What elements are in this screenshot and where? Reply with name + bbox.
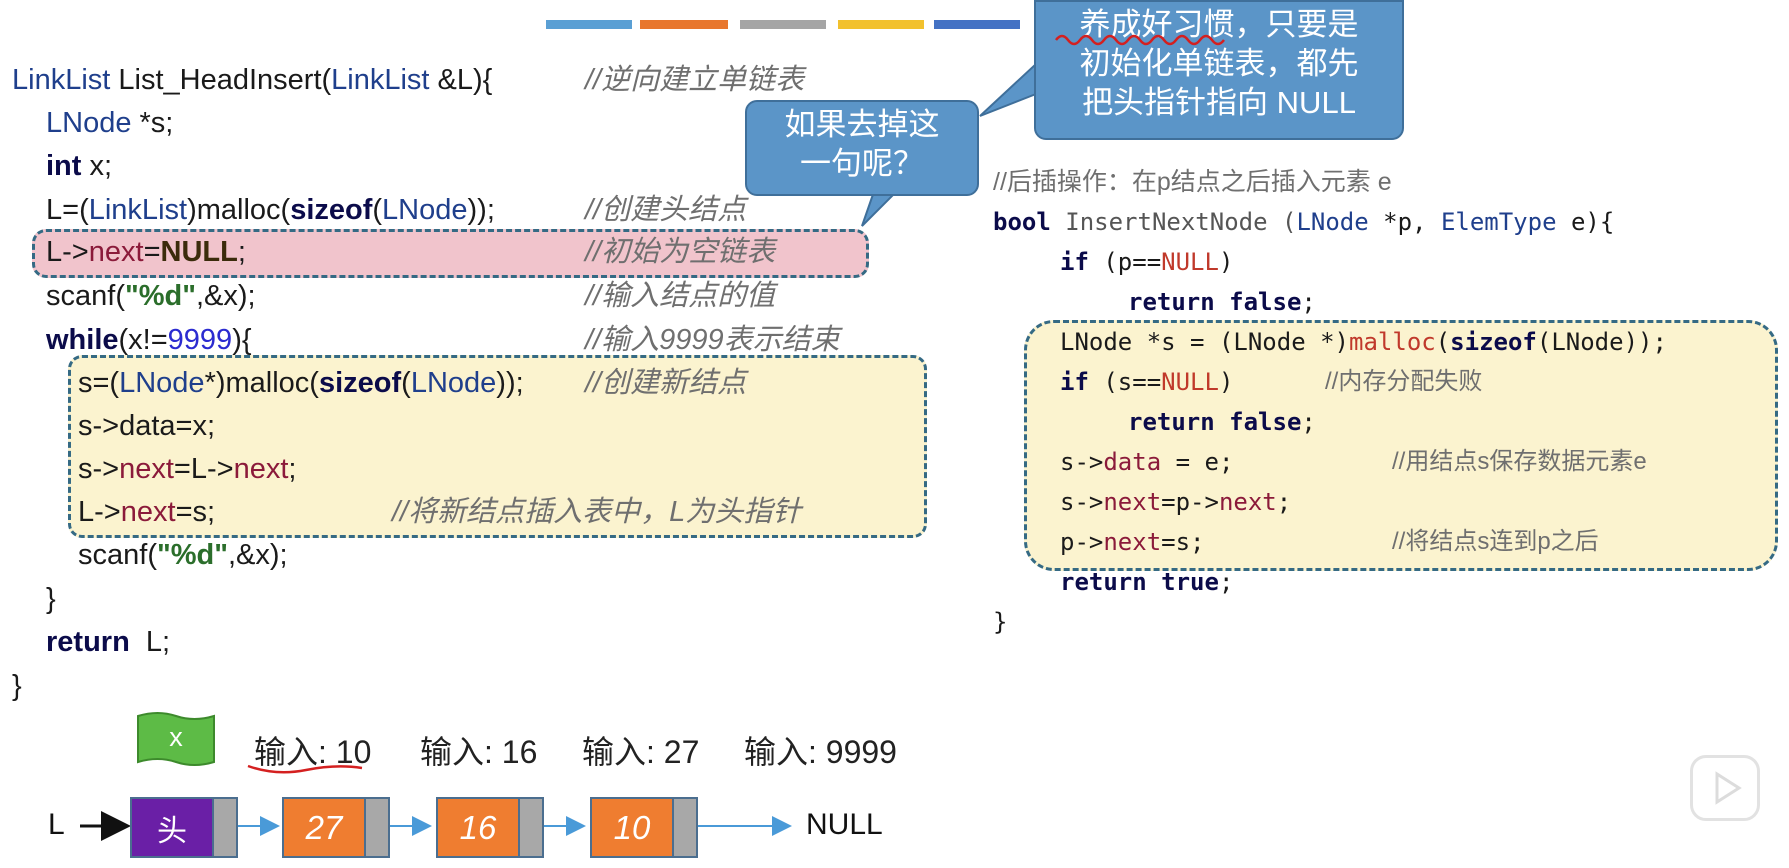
code-comment-8: //创建新结点: [585, 367, 747, 399]
code-comment-5: //初始为空链表: [585, 236, 776, 268]
code-comment-11: //将新结点插入表中，L为头指针: [392, 496, 802, 528]
bubble-habit-line-1: 养成好习惯，只要是: [1079, 7, 1359, 42]
play-button-icon[interactable]: [1690, 755, 1760, 821]
right-comment-5: //内存分配失败: [1325, 368, 1483, 395]
wavy-underline-habit: [1055, 34, 1225, 46]
null-label: NULL: [806, 808, 883, 841]
right-code-line-7: s->data = e;: [1060, 448, 1234, 476]
highlight-insert-block: [1024, 320, 1778, 571]
right-code-line-9: p->next=s;: [1060, 528, 1205, 556]
head-node-data: 头: [132, 799, 212, 856]
right-comment-9: //将结点s连到p之后: [1392, 528, 1599, 555]
progress-segment-3: [740, 20, 826, 29]
code-comment-1: //逆向建立单链表: [585, 64, 805, 96]
list-node-2-data: 16: [438, 799, 518, 856]
right-code-line-3: return false;: [1128, 288, 1316, 316]
code-line-5: L->next=NULL;: [46, 236, 246, 268]
bubble-question-line-2: 一句呢？: [800, 145, 924, 181]
highlight-null-init: [32, 229, 869, 278]
speech-bubble-question: 如果去掉这 一句呢？: [745, 100, 979, 196]
play-triangle-icon: [1715, 771, 1742, 805]
code-line-2: LNode *s;: [46, 107, 174, 139]
flag-icon: [137, 712, 215, 766]
list-node-1-data: 27: [284, 799, 364, 856]
right-code-line-8: s->next=p->next;: [1060, 488, 1292, 516]
right-code-line-5: if (s==NULL): [1060, 368, 1234, 396]
right-code-line-6: return false;: [1128, 408, 1316, 436]
flag-label: x: [169, 722, 183, 752]
code-line-6: scanf("%d",&x);: [46, 280, 256, 312]
right-code-line-1: bool InsertNextNode (LNode *p, ElemType …: [993, 208, 1615, 236]
code-comment-4: //创建头结点: [585, 194, 747, 226]
code-line-7: while(x!=9999){: [46, 324, 252, 356]
code-line-12: scanf("%d",&x);: [78, 539, 288, 571]
code-line-10: s->next=L->next;: [78, 453, 297, 485]
right-code-line-2: if (p==NULL): [1060, 248, 1234, 276]
list-pointer-label: L: [48, 808, 65, 841]
right-code-line-10: return true;: [1060, 568, 1234, 596]
input-label-2: 输入: 16: [420, 734, 538, 770]
progress-segment-2: [640, 20, 728, 29]
list-node-3-data: 10: [592, 799, 672, 856]
input-label-3: 输入: 27: [582, 734, 700, 770]
bubble-habit-line-3: 把头指针指向 NULL: [1082, 84, 1356, 120]
list-node-1-pointer: [364, 799, 388, 856]
progress-segment-5: [934, 20, 1020, 29]
input-label-1: 输入: 10: [254, 734, 372, 770]
code-line-11: L->next=s;: [78, 496, 216, 528]
bubble-habit-line-2: 初始化单链表，都先: [1079, 45, 1359, 81]
code-line-1: LinkList List_HeadInsert(LinkList &L){: [12, 64, 493, 96]
code-line-4: L=(LinkList)malloc(sizeof(LNode));: [46, 194, 495, 226]
head-node: 头: [130, 797, 238, 858]
list-node-2: 16: [436, 797, 544, 858]
code-comment-7: //输入9999表示结束: [585, 324, 840, 356]
head-node-pointer: [212, 799, 236, 856]
right-comment-top: //后插操作：在p结点之后插入元素 e: [993, 168, 1392, 196]
progress-segment-1: [546, 20, 632, 29]
code-comment-6: //输入结点的值: [585, 280, 776, 312]
bubble-tail-habit: [979, 61, 1037, 117]
code-line-14: return L;: [46, 626, 171, 658]
input-label-4: 输入: 9999: [744, 734, 897, 770]
code-line-8: s=(LNode*)malloc(sizeof(LNode));: [78, 367, 524, 399]
right-comment-7: //用结点s保存数据元素e: [1392, 448, 1647, 475]
list-node-3-pointer: [672, 799, 696, 856]
code-line-15: }: [12, 670, 22, 702]
speech-bubble-habit: 养成好习惯，只要是 初始化单链表，都先 把头指针指向 NULL: [1034, 0, 1404, 140]
right-code-line-11: }: [993, 608, 1008, 636]
list-node-3: 10: [590, 797, 698, 858]
list-node-2-pointer: [518, 799, 542, 856]
right-code-line-4: LNode *s = (LNode *)malloc(sizeof(LNode)…: [1060, 328, 1667, 356]
bubble-question-line-1: 如果去掉这: [784, 107, 940, 142]
red-underline-input: [247, 764, 363, 774]
highlight-loop-body: [68, 355, 927, 538]
code-line-3: int x;: [46, 150, 113, 182]
list-arrows: [80, 811, 792, 841]
progress-segment-4: [838, 20, 924, 29]
code-line-9: s->data=x;: [78, 410, 216, 442]
list-node-1: 27: [282, 797, 390, 858]
code-line-13: }: [46, 583, 56, 615]
